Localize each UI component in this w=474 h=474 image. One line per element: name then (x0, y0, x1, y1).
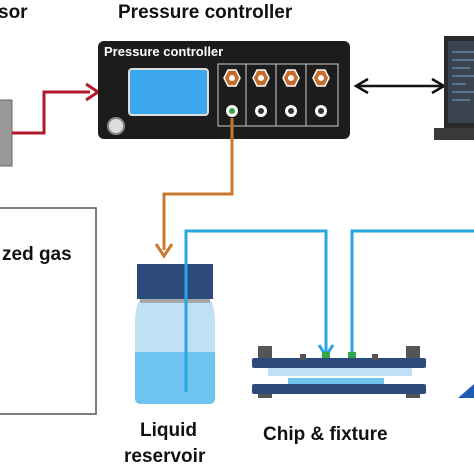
gas-container (0, 207, 97, 415)
controller-screen (128, 68, 209, 116)
outlet-icon[interactable] (285, 105, 297, 117)
controller-panel-label: Pressure controller (104, 44, 224, 59)
reservoir-label-line2: reservoir (124, 446, 206, 467)
knob-icon[interactable] (252, 69, 270, 87)
outlet-icon[interactable] (226, 105, 238, 117)
bottle-icon (135, 264, 215, 404)
knob-icon[interactable] (312, 69, 330, 87)
outlet-icon[interactable] (255, 105, 267, 117)
pressurized-gas-label: zed gas (2, 244, 72, 265)
reservoir-label-line1: Liquid (140, 420, 197, 441)
knob-icon[interactable] (223, 69, 241, 87)
power-button-icon[interactable] (107, 117, 125, 135)
pressure-line-arrow (154, 243, 174, 259)
partial-shape (458, 384, 474, 398)
computer-icon (434, 36, 474, 140)
data-link-arrow-left (353, 77, 369, 95)
chip-fixture-label: Chip & fixture (263, 424, 388, 445)
fluid-line-return (350, 229, 474, 352)
compressor-label: sor (0, 2, 28, 23)
compressor-body (0, 99, 13, 167)
knob-icon[interactable] (282, 69, 300, 87)
controller-panel (217, 63, 339, 127)
pressure-line (162, 118, 234, 250)
chip-fixture-icon (252, 346, 426, 398)
pressure-controller-title: Pressure controller (118, 2, 293, 23)
gas-line (12, 90, 90, 135)
outlet-icon[interactable] (315, 105, 327, 117)
